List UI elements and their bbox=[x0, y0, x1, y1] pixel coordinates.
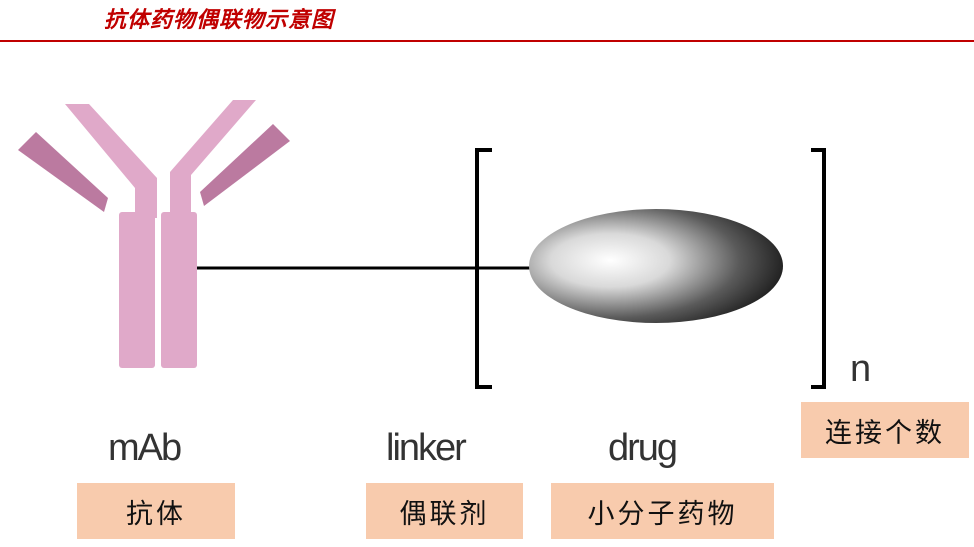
count-caption: 连接个数 bbox=[825, 417, 945, 449]
linker-caption-box: 偶联剂 bbox=[366, 483, 523, 539]
antibody-right-heavy-arm bbox=[170, 100, 256, 220]
antibody-left-light-chain bbox=[18, 132, 108, 212]
page-title: 抗体药物偶联物示意图 bbox=[104, 7, 335, 33]
drug-caption-box: 小分子药物 bbox=[551, 483, 774, 539]
antibody-stem-right bbox=[161, 212, 197, 368]
antibody-left-heavy-arm bbox=[65, 104, 157, 218]
antibody-right-light-chain bbox=[200, 124, 290, 206]
drug-label: drug bbox=[608, 427, 678, 469]
linker-label: linker bbox=[386, 427, 467, 469]
antibody-stem-left bbox=[119, 212, 155, 368]
count-caption-box: 连接个数 bbox=[801, 402, 969, 458]
drug-caption: 小分子药物 bbox=[587, 498, 738, 530]
count-label: n bbox=[850, 348, 872, 390]
antibody-caption-box: 抗体 bbox=[77, 483, 235, 539]
left-bracket bbox=[475, 148, 492, 389]
right-bracket bbox=[811, 148, 826, 389]
antibody-label: mAb bbox=[108, 427, 182, 469]
linker-caption: 偶联剂 bbox=[399, 498, 490, 530]
antibody-icon bbox=[18, 100, 290, 368]
title-divider bbox=[0, 40, 974, 42]
antibody-caption: 抗体 bbox=[126, 498, 186, 530]
drug-ellipse bbox=[529, 209, 783, 323]
